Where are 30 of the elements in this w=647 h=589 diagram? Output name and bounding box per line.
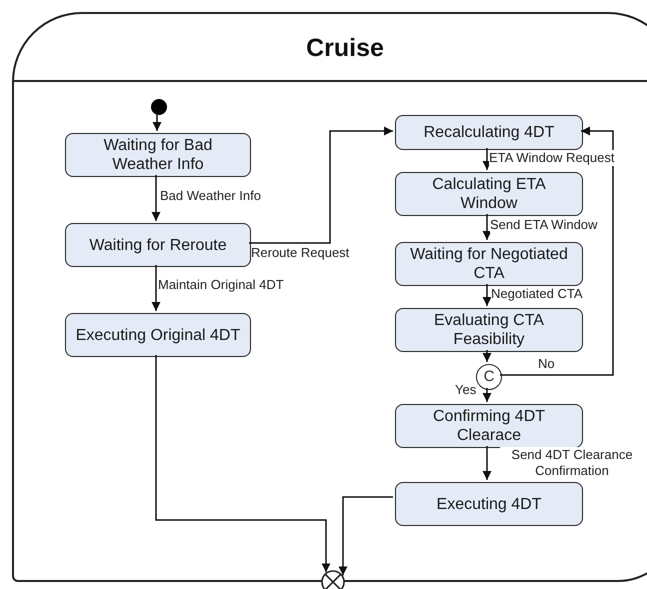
- transition-arrow: [500, 126, 614, 376]
- transition-arrow: [338, 496, 393, 576]
- transition-arrow: [482, 214, 492, 240]
- transition-arrow: [152, 175, 160, 221]
- transition-arrow: [482, 388, 492, 402]
- edge-label: Reroute Request: [251, 245, 350, 261]
- state-box: Waiting for Reroute: [65, 223, 251, 267]
- edge-label: Maintain Original 4DT: [158, 277, 284, 293]
- edge-label: Send ETA Window: [490, 217, 598, 233]
- transition-arrow: [249, 126, 393, 244]
- state-box: Calculating ETA Window: [395, 172, 583, 216]
- transition-arrow: [482, 148, 492, 170]
- composite-state: [12, 12, 647, 582]
- state-box: Waiting for Bad Weather Info: [65, 133, 251, 177]
- state-box: Recalculating 4DT: [395, 115, 583, 150]
- transition-arrow: [482, 284, 492, 306]
- transition-arrow: [155, 355, 330, 572]
- state-box: Waiting for Negotiated CTA: [395, 242, 583, 286]
- edge-label: Negotiated CTA: [491, 286, 583, 302]
- state-title: Cruise: [306, 36, 384, 61]
- transition-arrow: [152, 113, 162, 131]
- state-box: Confirming 4DT Clearace: [395, 404, 583, 448]
- transition-arrow: [152, 265, 160, 311]
- transition-arrow: [482, 446, 492, 480]
- state-box: Executing 4DT: [395, 482, 583, 526]
- state-box: Evaluating CTA Feasibility: [395, 308, 583, 352]
- transition-arrow: [482, 350, 492, 362]
- edge-label: ETA Window Request: [489, 150, 614, 166]
- state-box: Executing Original 4DT: [65, 313, 251, 357]
- exit-point: [321, 570, 345, 589]
